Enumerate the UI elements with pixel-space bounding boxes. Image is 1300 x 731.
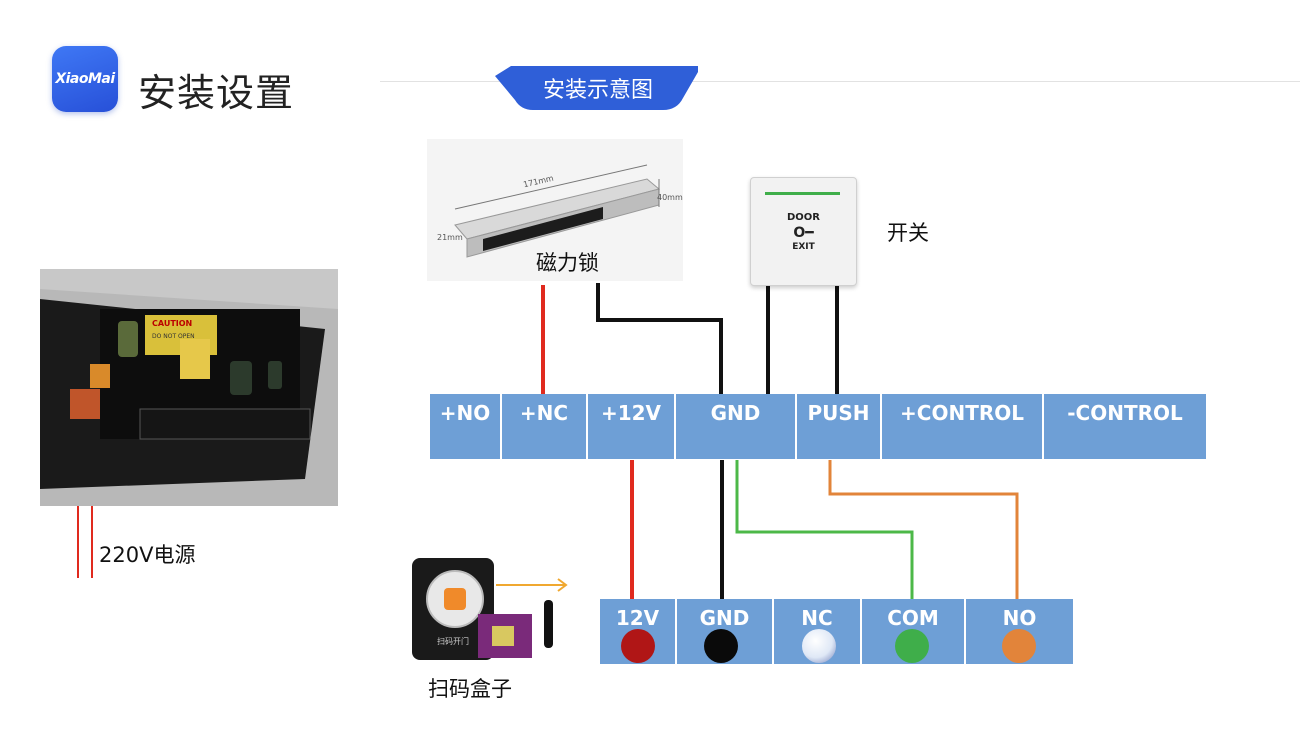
- logo-text: XiaoMai: [55, 71, 115, 87]
- scanner-box-image: 扫码开门: [412, 556, 562, 664]
- relay-dot-nc: [802, 629, 836, 663]
- wire-gnd-green: [735, 460, 914, 600]
- relay-dot-gnd: [704, 629, 738, 663]
- scanner-qr-circle: [426, 570, 484, 628]
- switch-label: 开关: [887, 221, 929, 245]
- scanner-circuit-board: [478, 614, 532, 658]
- terminal-12v: +12V: [588, 394, 676, 459]
- board-chip: [492, 626, 514, 646]
- relay-terminal-no: NO: [966, 599, 1073, 664]
- exit-button-bottom-text: EXIT: [792, 242, 815, 252]
- terminal-push: PUSH: [797, 394, 882, 459]
- magnetic-lock-drawing: [454, 164, 661, 258]
- exit-button-stripe: [765, 192, 840, 195]
- lock-dim-height: 40mm: [657, 193, 683, 202]
- terminal-no: +NO: [430, 394, 502, 459]
- relay-terminal-com: COM: [862, 599, 966, 664]
- header-tab-shape: [495, 66, 698, 110]
- relay-dot-12v: [621, 629, 655, 663]
- power-supply-image: CAUTION DO NOT OPEN: [40, 269, 338, 506]
- header-divider: [380, 81, 1300, 82]
- terminal-nc: +NC: [502, 394, 588, 459]
- key-icon: O━: [793, 225, 814, 241]
- magnetic-lock-image: 171mm 40mm 21mm: [427, 139, 683, 281]
- relay-terminal-gnd: GND: [677, 599, 774, 664]
- antenna-icon: [544, 600, 553, 648]
- terminal-plus-control: +CONTROL: [882, 394, 1044, 459]
- psu-caution-title: CAUTION: [152, 319, 193, 328]
- exit-button-top-text: DOOR: [786, 212, 820, 223]
- wire-lock-black: [596, 283, 723, 395]
- app-logo: XiaoMai: [52, 46, 118, 112]
- scanner-arrow: [496, 578, 568, 592]
- power-supply-drawing: [40, 289, 338, 506]
- power-label: 220V电源: [99, 543, 196, 567]
- exit-button-image: DOOR O━ EXIT: [750, 177, 857, 286]
- psu-caution-text: DO NOT OPEN: [152, 333, 195, 340]
- scanner-box-label: 扫码盒子: [428, 677, 512, 701]
- lock-dim-depth: 21mm: [437, 233, 463, 242]
- relay-terminal-strip: 12V GND NC COM NO: [600, 599, 1073, 664]
- terminal-gnd: GND: [676, 394, 797, 459]
- relay-terminal-12v: 12V: [600, 599, 677, 664]
- relay-terminal-nc: NC: [774, 599, 862, 664]
- relay-dot-com: [895, 629, 929, 663]
- header-tab-label: 安装示意图: [542, 78, 653, 103]
- wire-push-orange: [828, 460, 1019, 600]
- controller-terminal-strip: +NO +NC +12V GND PUSH +CONTROL -CONTROL: [430, 394, 1206, 459]
- scanner-device-text: 扫码开门: [437, 637, 469, 646]
- page-title: 安装设置: [138, 71, 295, 115]
- qr-logo: [444, 588, 466, 610]
- relay-dot-no: [1002, 629, 1036, 663]
- magnetic-lock-label: 磁力锁: [536, 251, 599, 275]
- terminal-minus-control: -CONTROL: [1067, 401, 1183, 425]
